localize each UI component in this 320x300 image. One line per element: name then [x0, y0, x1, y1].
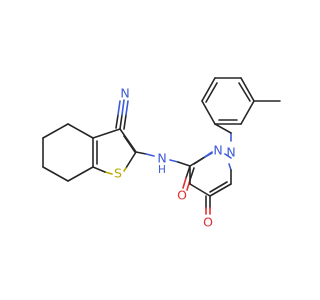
molecule-structure: N N H S O N N O: [42, 77, 281, 230]
ring-n1-label: N: [226, 145, 235, 160]
thiophene-s-label: S: [114, 166, 122, 181]
thiophene-ring: [92, 128, 137, 175]
n-aryl-bond: [214, 123, 232, 142]
amide-linkage: [135, 151, 195, 191]
nitrile-group: [115, 99, 129, 130]
amide-o-label: O: [177, 188, 187, 203]
ring-n2-label: N: [213, 143, 222, 158]
atom-labels: N N H S O N N O: [114, 86, 236, 230]
nitrile-n-label: N: [120, 86, 129, 101]
amide-h-label: H: [158, 164, 166, 176]
pyridazinone-ring: [189, 151, 232, 215]
amide-n-label: N: [157, 151, 166, 166]
cyclohexene-ring: [42, 123, 94, 182]
ketone-o-label: O: [203, 215, 213, 230]
tolyl-ring: [201, 77, 281, 125]
